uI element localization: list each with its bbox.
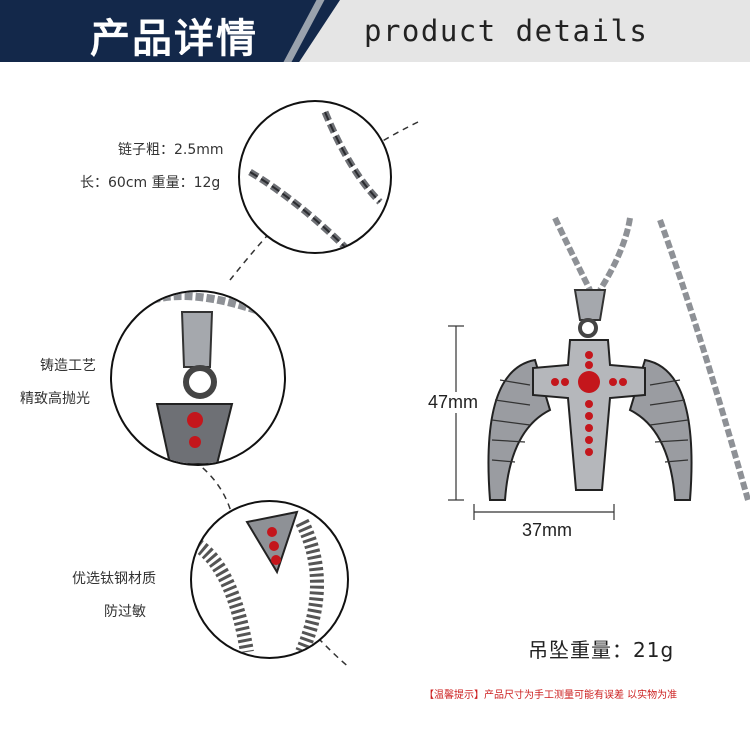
header-title-background: [0, 0, 340, 62]
width-dimension-label: 37mm: [522, 520, 573, 540]
page-title-english: product details: [364, 14, 649, 48]
pendant-weight: 吊坠重量：21g: [528, 638, 675, 662]
chain-thickness-label: 链子粗：2.5mm: [118, 142, 224, 158]
material-label-line1: 优选钛钢材质: [72, 571, 156, 587]
wings-closeup-image: [192, 510, 324, 655]
chain-closeup-circle: [238, 100, 392, 254]
page-title: 产品详情: [90, 16, 258, 62]
height-dimension-label: 47mm: [428, 392, 479, 413]
wings-closeup-circle: [190, 500, 349, 659]
measurement-notice: 【温馨提示】产品尺寸为手工测量可能有误差 以实物为准: [424, 690, 678, 701]
casting-label-line1: 铸造工艺: [40, 358, 96, 374]
casting-label-line2: 精致高抛光: [20, 391, 90, 407]
material-label-line2: 防过敏: [104, 604, 146, 620]
pendant-image: [487, 216, 750, 501]
length-weight-label: 长：60cm 重量：12g: [80, 175, 221, 191]
chain-closeup-image: [248, 110, 383, 252]
bail-closeup-circle: [110, 290, 286, 466]
bail-closeup-image: [150, 292, 264, 464]
